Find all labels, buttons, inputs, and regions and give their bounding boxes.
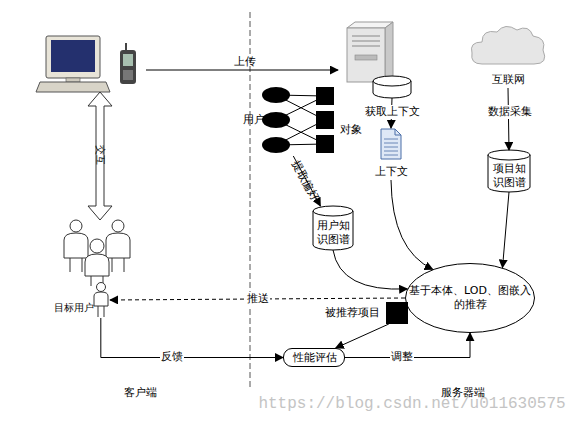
node-text: 项目知识图谱: [491, 162, 527, 190]
cylinder-body: [313, 211, 353, 250]
document-line: [384, 143, 398, 144]
document-page: [381, 129, 401, 159]
user-dot: [262, 137, 290, 153]
object-square: [316, 135, 334, 153]
cylinder-top: [488, 150, 530, 160]
object-square: [316, 87, 334, 105]
interaction-label: 交互: [93, 145, 107, 165]
node-text: 被推荐项目: [325, 306, 385, 320]
cylinder-body: [488, 155, 530, 192]
recommendation-ellipse: 基于本体、LOD、图嵌入的推荐: [405, 263, 535, 333]
watermark: https://blog.csdn.net/u011630575: [258, 395, 565, 413]
cylinder-shape: [372, 76, 412, 98]
interaction-arrow: [88, 92, 112, 220]
person-icon: [92, 282, 110, 318]
object-square: [316, 111, 334, 129]
edge-label: 调整: [390, 350, 414, 364]
divider-line: [250, 12, 251, 388]
cylinder-top: [313, 206, 353, 216]
connector: [508, 88, 509, 150]
node-text: 基于本体、LOD、图嵌入的推荐: [409, 284, 531, 312]
item-knowledge-graph: 项目知识图谱: [487, 150, 531, 192]
computer-icon: [36, 36, 110, 92]
phone-icon: [120, 43, 136, 84]
document-line: [384, 155, 398, 156]
connector: [503, 192, 510, 268]
document-shape: [380, 128, 402, 160]
node-text: 用户知识图谱: [315, 219, 351, 247]
context-document: 上下文: [372, 128, 410, 180]
document-line: [384, 139, 398, 140]
bipartite-graph: 用户对象: [243, 84, 360, 156]
recommended-item: 被推荐项目: [325, 302, 409, 324]
user-dot: [262, 87, 290, 103]
edge-label: 反馈: [160, 350, 184, 364]
connector: [101, 318, 283, 358]
node-text: 互联网: [468, 73, 548, 87]
document-line: [384, 151, 398, 152]
node-text: 获取上下文: [362, 105, 422, 119]
node-text: 性能评估: [284, 351, 346, 365]
node-text: 目标用户: [54, 301, 96, 315]
evaluation-box: 性能评估: [283, 348, 345, 367]
cloud-shape: [468, 22, 548, 68]
cylinder-top: [373, 76, 411, 86]
edge-label: 提取偏好: [288, 158, 321, 203]
node-text: 对象: [340, 123, 366, 137]
target-user: 目标用户: [56, 282, 110, 318]
server-icon: [347, 22, 393, 82]
cloud-outline: [471, 26, 544, 64]
person-head: [97, 283, 106, 292]
ellipse-outline: [406, 264, 535, 333]
context-store: 获取上下文: [372, 76, 412, 98]
edge-label: 数据采集: [487, 105, 533, 119]
node-text: 上下文: [366, 165, 416, 179]
client-side-label: 客户端: [124, 386, 157, 400]
person-body: [94, 292, 108, 306]
internet-cloud: 互联网: [468, 22, 548, 88]
connector: [336, 324, 389, 348]
document-fold: [395, 129, 401, 135]
user-knowledge-graph: 用户知识图谱: [312, 206, 354, 250]
item-square-fill: [386, 302, 408, 324]
connector: [333, 250, 407, 289]
upload-label: 上传: [234, 55, 256, 69]
node-text: 用户: [243, 113, 269, 127]
connector: [391, 180, 433, 269]
upload-arrow: [146, 70, 338, 71]
item-square: [386, 302, 408, 324]
document-line: [384, 147, 398, 148]
person-legs: [98, 306, 104, 317]
user-group-icon: [64, 220, 130, 286]
edge-label: 推送: [246, 292, 270, 306]
user-dot: [262, 112, 290, 128]
